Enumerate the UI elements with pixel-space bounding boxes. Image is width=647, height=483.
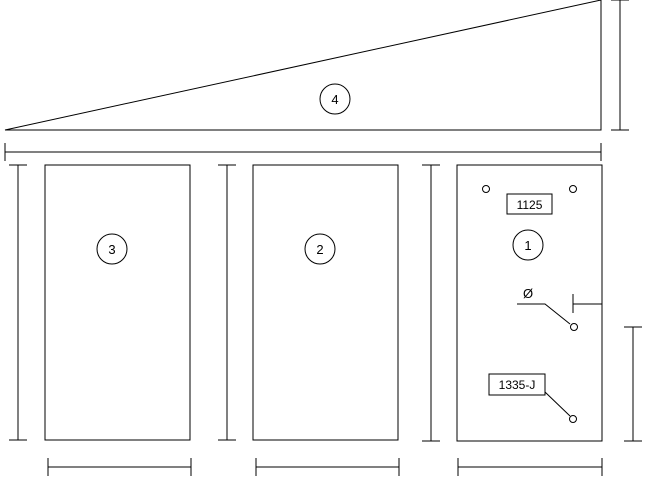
label-box-bottom [488, 373, 546, 396]
bottom-leader-line [544, 391, 571, 417]
part-2-number: 2 [316, 242, 323, 257]
part-3-number: 3 [108, 242, 115, 257]
panel-3-height-dimension [9, 164, 27, 441]
hole-offset-dimension [624, 326, 642, 442]
panel-3-width-dimension [47, 458, 192, 476]
panel-1-height-dimension [422, 164, 440, 442]
panel-2-outline [252, 164, 399, 441]
part-2-panel: 2 [252, 164, 399, 441]
panel-3-outline [44, 164, 191, 441]
hole-bottom [569, 415, 577, 423]
panel-2-height-dimension [218, 164, 236, 441]
part-3-bubble [96, 233, 128, 265]
side-reference-mark [572, 294, 602, 313]
hole-middle [570, 323, 578, 331]
label-box-top [506, 193, 553, 215]
wedge-outline [4, 0, 602, 131]
diameter-symbol: Ø [523, 286, 533, 301]
panel-1-width-dimension [457, 458, 603, 476]
wedge-width-dimension [4, 143, 602, 161]
part-4-number: 4 [331, 92, 338, 107]
part-4-wedge: 4 [4, 0, 602, 131]
mounting-hole-left [482, 185, 490, 193]
label-bottom-text: 1335-J [499, 378, 536, 392]
part-3-panel: 3 [44, 164, 191, 441]
part-1-number: 1 [524, 238, 531, 253]
part-4-bubble [319, 83, 351, 115]
mounting-hole-right [569, 185, 577, 193]
panel-2-width-dimension [255, 458, 400, 476]
wedge-height-dimension [611, 0, 629, 131]
part-1-bubble [512, 229, 544, 261]
label-top-text: 1125 [517, 198, 543, 212]
part-1-panel: 1125 1 Ø 1335-J [456, 164, 603, 442]
diameter-leader-line [517, 303, 571, 325]
part-2-bubble [304, 233, 336, 265]
